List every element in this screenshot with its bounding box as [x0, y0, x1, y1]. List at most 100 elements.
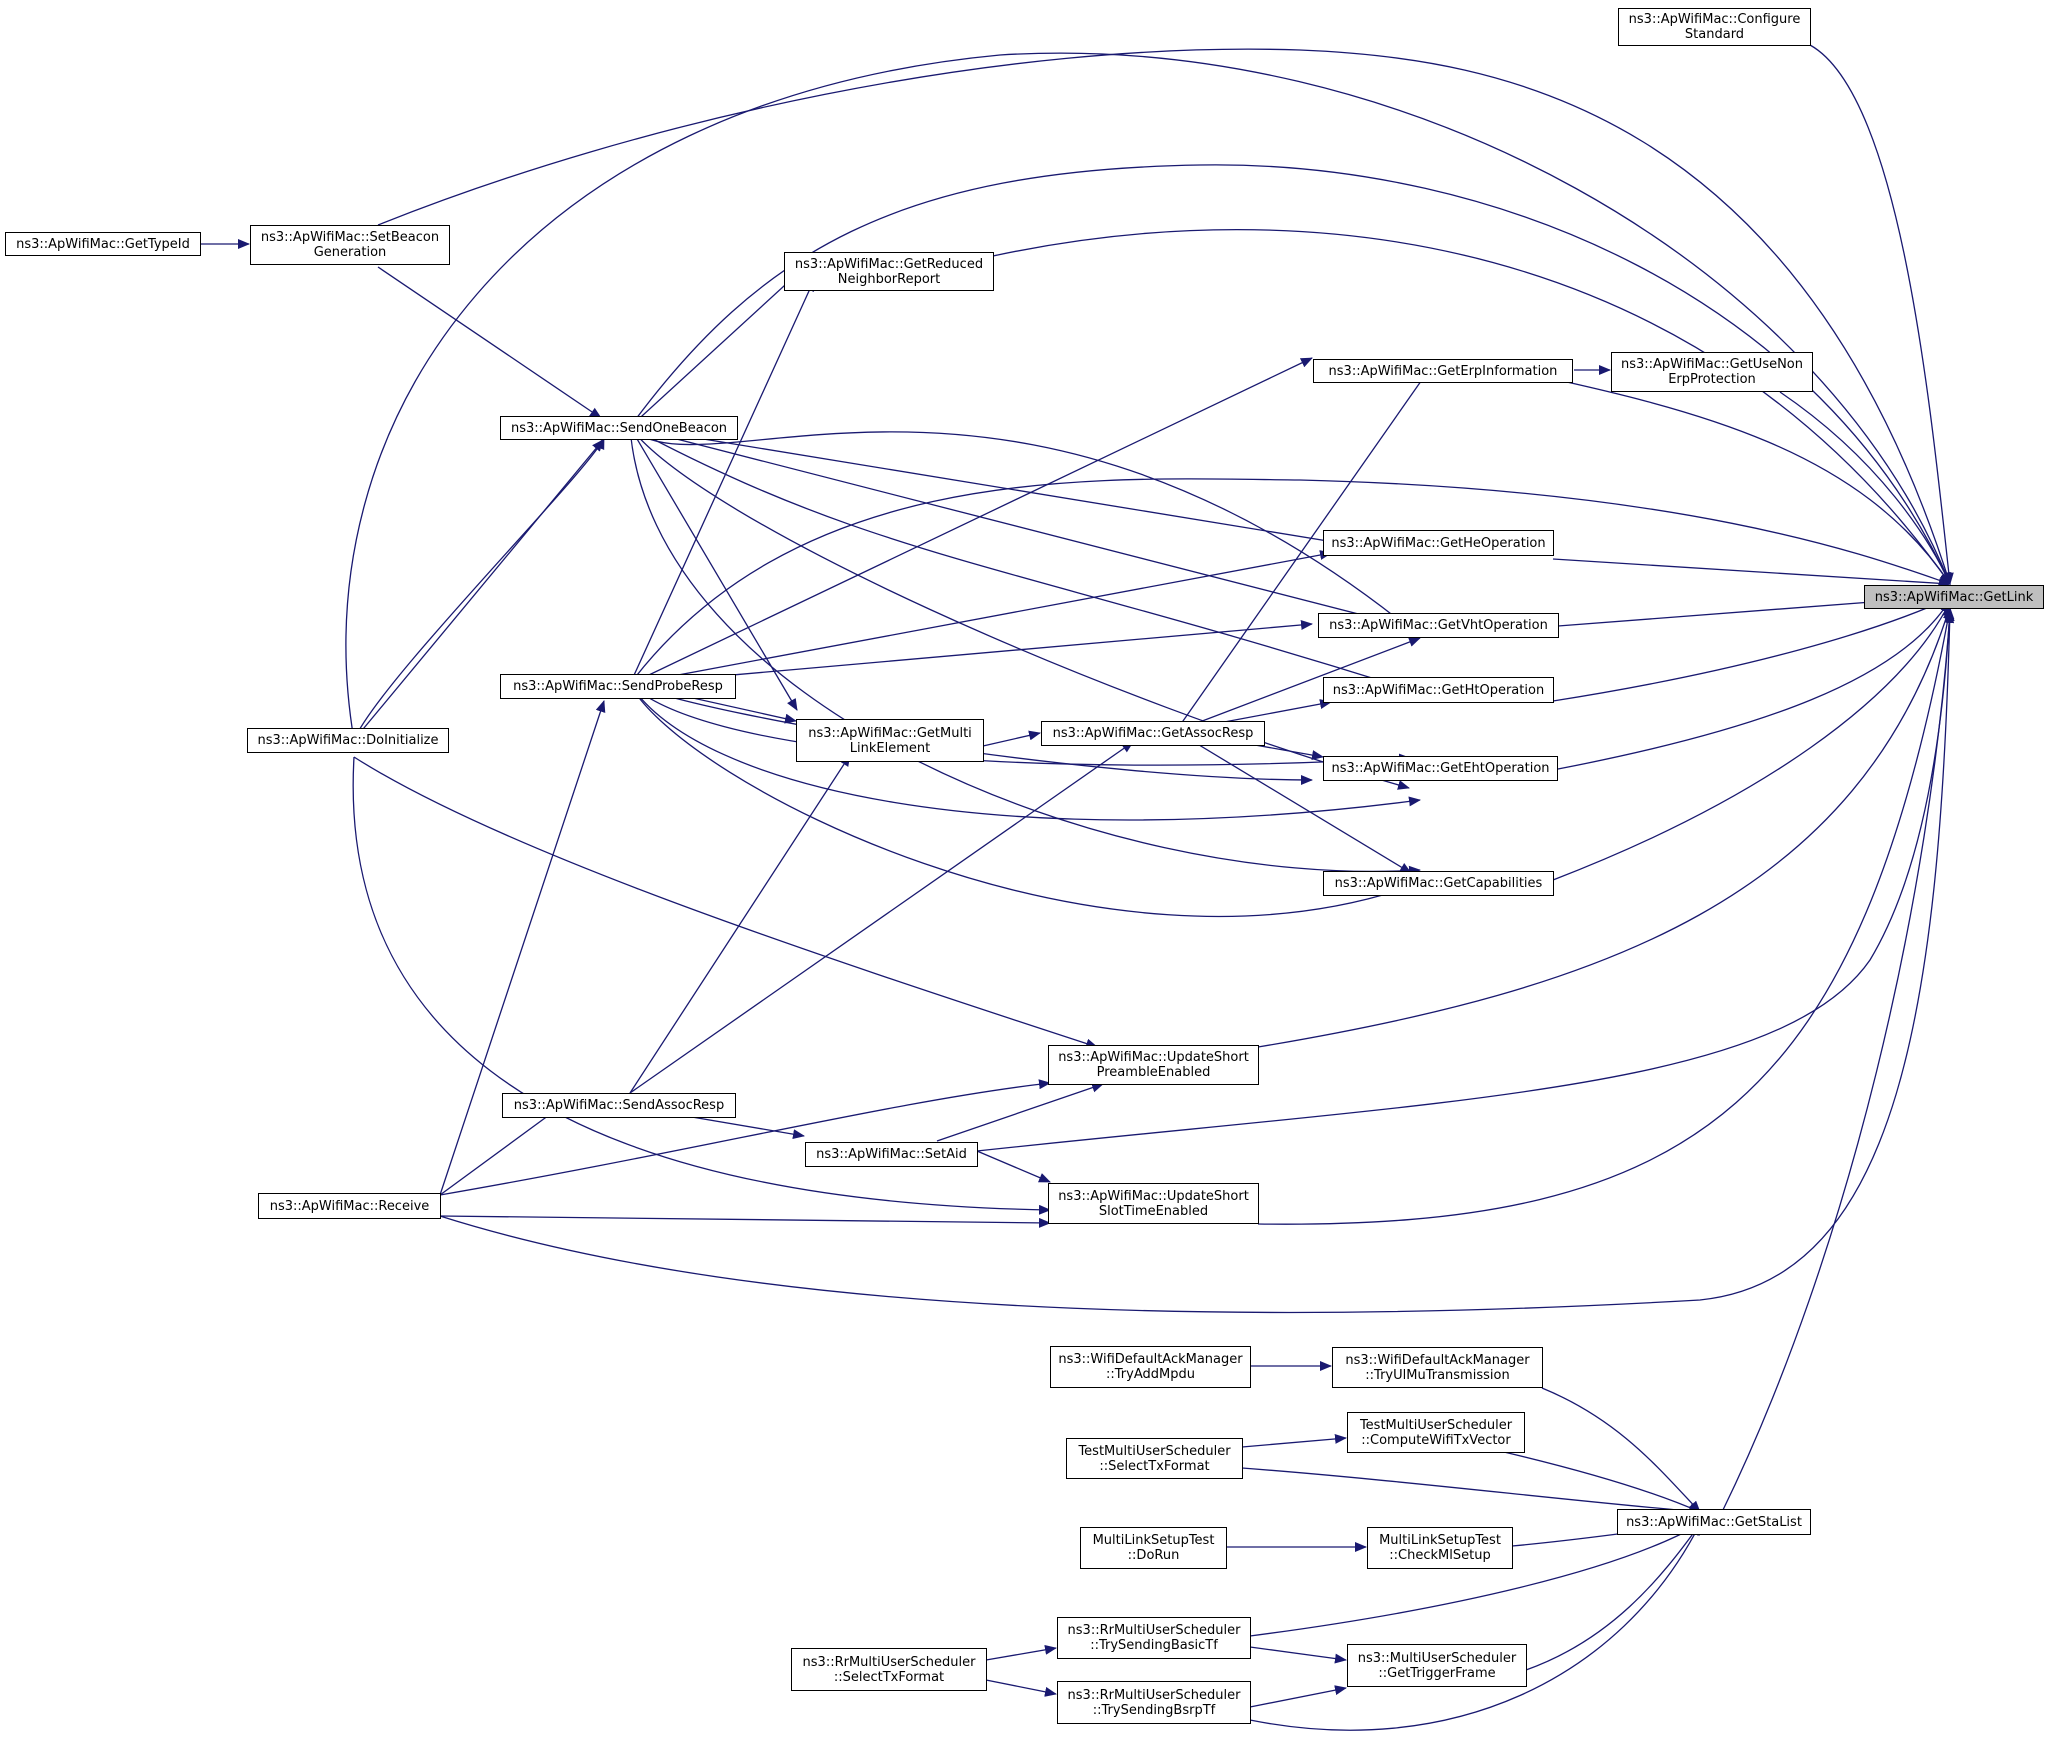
- node-label: ns3::ApWifiMac::SendAssocResp: [513, 1098, 725, 1113]
- node-label: NeighborReport: [837, 271, 941, 287]
- edge: [1503, 1451, 1701, 1513]
- node-label: ns3::ApWifiMac::Receive: [269, 1198, 430, 1214]
- edge: [936, 1082, 1104, 1142]
- edge: [377, 48, 1952, 585]
- edge: [976, 1150, 1051, 1183]
- edge: [629, 741, 1134, 1094]
- node-label: ns3::ApWifiMac::SendProbeResp: [513, 679, 723, 694]
- node-sendproberesp[interactable]: ns3::ApWifiMac::SendProbeResp: [500, 674, 736, 699]
- edge: [1257, 605, 1952, 1048]
- node-doinitialize[interactable]: ns3::ApWifiMac::DoInitialize: [247, 728, 449, 753]
- node-getassocresp[interactable]: ns3::ApWifiMac::GetAssocResp: [1041, 721, 1265, 746]
- node-label: ns3::ApWifiMac::GetHtOperation: [1332, 682, 1545, 698]
- node-geterpinformation[interactable]: ns3::ApWifiMac::GetErpInformation: [1313, 359, 1573, 383]
- node-label: ns3::WifiDefaultAckManager: [1058, 1352, 1243, 1367]
- edge: [352, 756, 1051, 1215]
- node-setaid[interactable]: ns3::ApWifiMac::SetAid: [805, 1142, 978, 1167]
- node-getvhtoperation[interactable]: ns3::ApWifiMac::GetVhtOperation: [1318, 613, 1559, 638]
- node-receive[interactable]: ns3::ApWifiMac::Receive: [258, 1193, 441, 1219]
- node-gettriggerframe[interactable]: ns3::MultiUserScheduler::GetTriggerFrame: [1347, 1644, 1527, 1687]
- node-trysendingbasictf[interactable]: ns3::RrMultiUserScheduler::TrySendingBas…: [1057, 1617, 1251, 1659]
- node-label: ns3::RrMultiUserScheduler: [1067, 1687, 1241, 1703]
- edge: [353, 756, 1098, 1049]
- edge: [1552, 601, 1951, 881]
- node-gettypeid[interactable]: ns3::ApWifiMac::GetTypeId: [5, 232, 201, 256]
- node-getcapabilities[interactable]: ns3::ApWifiMac::GetCapabilities: [1323, 871, 1554, 896]
- node-label: ns3::ApWifiMac::GetErpInformation: [1328, 363, 1558, 379]
- edge: [629, 426, 798, 711]
- edge: [629, 683, 1421, 821]
- edge: [629, 279, 815, 685]
- node-label: TestMultiUserScheduler: [1359, 1417, 1513, 1433]
- node-label: ::TrySendingBsrpTf: [1092, 1702, 1216, 1718]
- node-label: ns3::ApWifiMac::GetTypeId: [16, 236, 190, 252]
- node-getehtoperation[interactable]: ns3::ApWifiMac::GetEhtOperation: [1323, 756, 1558, 781]
- node-getheoperation[interactable]: ns3::ApWifiMac::GetHeOperation: [1323, 530, 1554, 556]
- node-label: ::SelectTxFormat: [1099, 1458, 1210, 1474]
- edge: [1241, 1467, 1701, 1517]
- node-label: ::SelectTxFormat: [833, 1669, 945, 1685]
- node-label: ns3::ApWifiMac::SendOneBeacon: [510, 420, 728, 436]
- node-getstalist[interactable]: ns3::ApWifiMac::GetStaList: [1617, 1509, 1811, 1535]
- edge: [629, 426, 1410, 790]
- node-label: ns3::RrMultiUserScheduler: [1067, 1623, 1241, 1638]
- node-dorun[interactable]: MultiLinkSetupTest::DoRun: [1080, 1527, 1227, 1569]
- node-label: ns3::WifiDefaultAckManager: [1345, 1352, 1530, 1368]
- node-label: ns3::ApWifiMac::DoInitialize: [257, 733, 439, 748]
- edge: [1525, 1523, 1701, 1671]
- edge: [1557, 599, 1951, 770]
- edge: [1241, 1433, 1347, 1448]
- edge: [1552, 558, 1951, 589]
- edge: [1511, 369, 1951, 585]
- node-computewifitxvector[interactable]: TestMultiUserScheduler::ComputeWifiTxVec…: [1347, 1412, 1525, 1453]
- node-selecttxformat-test[interactable]: TestMultiUserScheduler::SelectTxFormat: [1066, 1438, 1243, 1479]
- edge: [1809, 44, 1954, 585]
- edge: [1175, 363, 1434, 732]
- node-label: ns3::ApWifiMac::GetStaList: [1626, 1514, 1802, 1530]
- node-getlink: ns3::ApWifiMac::GetLink: [1864, 585, 2044, 609]
- node-gethtoperation[interactable]: ns3::ApWifiMac::GetHtOperation: [1323, 677, 1554, 703]
- edge: [982, 730, 1041, 747]
- edge: [439, 1106, 561, 1196]
- node-sendonebeacon[interactable]: ns3::ApWifiMac::SendOneBeacon: [500, 416, 738, 440]
- edge: [439, 1215, 1051, 1228]
- node-label: ::TrySendingBasicTf: [1090, 1638, 1218, 1653]
- edge: [629, 426, 1410, 629]
- node-sendassocresp[interactable]: ns3::ApWifiMac::SendAssocResp: [502, 1093, 736, 1118]
- edge: [992, 229, 1951, 585]
- edge: [685, 1115, 805, 1140]
- edge: [629, 754, 851, 1094]
- node-tryaddmpdu[interactable]: ns3::WifiDefaultAckManager::TryAddMpdu: [1050, 1346, 1251, 1388]
- node-checkmlsetup[interactable]: MultiLinkSetupTest::CheckMlSetup: [1367, 1527, 1513, 1569]
- edge: [1257, 607, 1953, 1225]
- node-label: PreambleEnabled: [1096, 1065, 1211, 1080]
- node-label: MultiLinkSetupTest: [1379, 1533, 1501, 1548]
- edge: [377, 266, 602, 419]
- node-label: ::CheckMlSetup: [1389, 1548, 1491, 1563]
- node-label: ns3::ApWifiMac::SetAid: [816, 1147, 967, 1162]
- edge: [629, 357, 1313, 685]
- node-label: ns3::ApWifiMac::GetUseNon: [1620, 357, 1804, 372]
- edge: [629, 426, 1421, 695]
- edge: [629, 683, 1421, 918]
- edge: [1779, 391, 1951, 585]
- node-label: ns3::ApWifiMac::GetMulti: [808, 725, 972, 741]
- edge: [629, 478, 1951, 685]
- edge: [976, 607, 1955, 1152]
- node-label: ::TryAddMpdu: [1106, 1367, 1195, 1382]
- node-label: Standard: [1684, 27, 1745, 42]
- node-trysendingbsrptf[interactable]: ns3::RrMultiUserScheduler::TrySendingBsr…: [1057, 1681, 1251, 1724]
- node-label: ::DoRun: [1127, 1548, 1180, 1563]
- node-label: ns3::ApWifiMac::SetBeacon: [260, 230, 440, 245]
- edge: [1552, 597, 1951, 702]
- node-label: MultiLinkSetupTest: [1092, 1533, 1215, 1548]
- node-tryulmutransmission[interactable]: ns3::WifiDefaultAckManager::TryUlMuTrans…: [1332, 1347, 1543, 1388]
- node-selecttxformat-rr[interactable]: ns3::RrMultiUserScheduler::SelectTxForma…: [791, 1648, 987, 1691]
